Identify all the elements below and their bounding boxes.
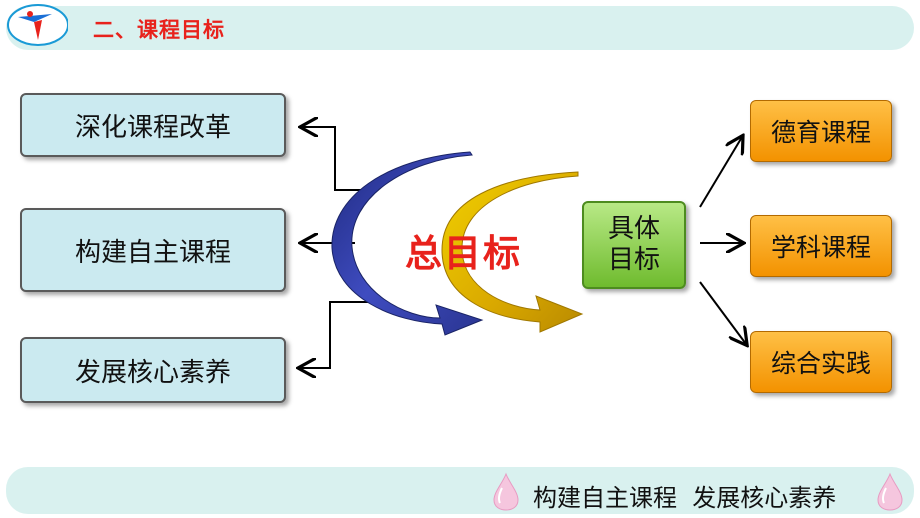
right-item-subject-courses: 学科课程 [750, 215, 892, 277]
specific-goal-line1: 具体 [607, 214, 660, 244]
right-item-label: 德育课程 [770, 118, 871, 147]
drop-icon [493, 472, 519, 511]
left-item-deepen-reform: 深化课程改革 [20, 93, 286, 157]
left-item-build-curriculum: 构建自主课程 [20, 208, 286, 292]
specific-goal-line2: 目标 [607, 245, 660, 275]
right-item-moral-education: 德育课程 [750, 100, 892, 162]
blue-curved-arrow [331, 151, 484, 336]
left-connector-top [302, 127, 372, 191]
right-item-label: 学科课程 [770, 233, 871, 262]
drop-icon [877, 472, 903, 511]
specific-goal-box: 具体 目标 [582, 201, 686, 289]
overall-goal-label: 总目标 [405, 232, 522, 275]
right-connector-top [699, 137, 742, 208]
right-item-label: 综合实践 [770, 349, 871, 378]
left-item-label: 发展核心素养 [74, 357, 231, 388]
left-item-label: 深化课程改革 [74, 112, 231, 143]
right-connector-bottom [699, 281, 746, 344]
footer-slogan: 构建自主课程 发展核心素养 [533, 484, 837, 512]
gold-curved-arrow [441, 171, 584, 333]
school-logo-icon [7, 4, 68, 46]
left-item-label: 构建自主课程 [74, 237, 231, 268]
footer-band [6, 467, 914, 514]
left-item-core-literacy: 发展核心素养 [20, 337, 286, 403]
right-item-comprehensive-practice: 综合实践 [750, 331, 892, 393]
left-connector-bottom [300, 301, 372, 368]
section-title: 二、课程目标 [93, 18, 225, 42]
header-band [6, 6, 914, 50]
